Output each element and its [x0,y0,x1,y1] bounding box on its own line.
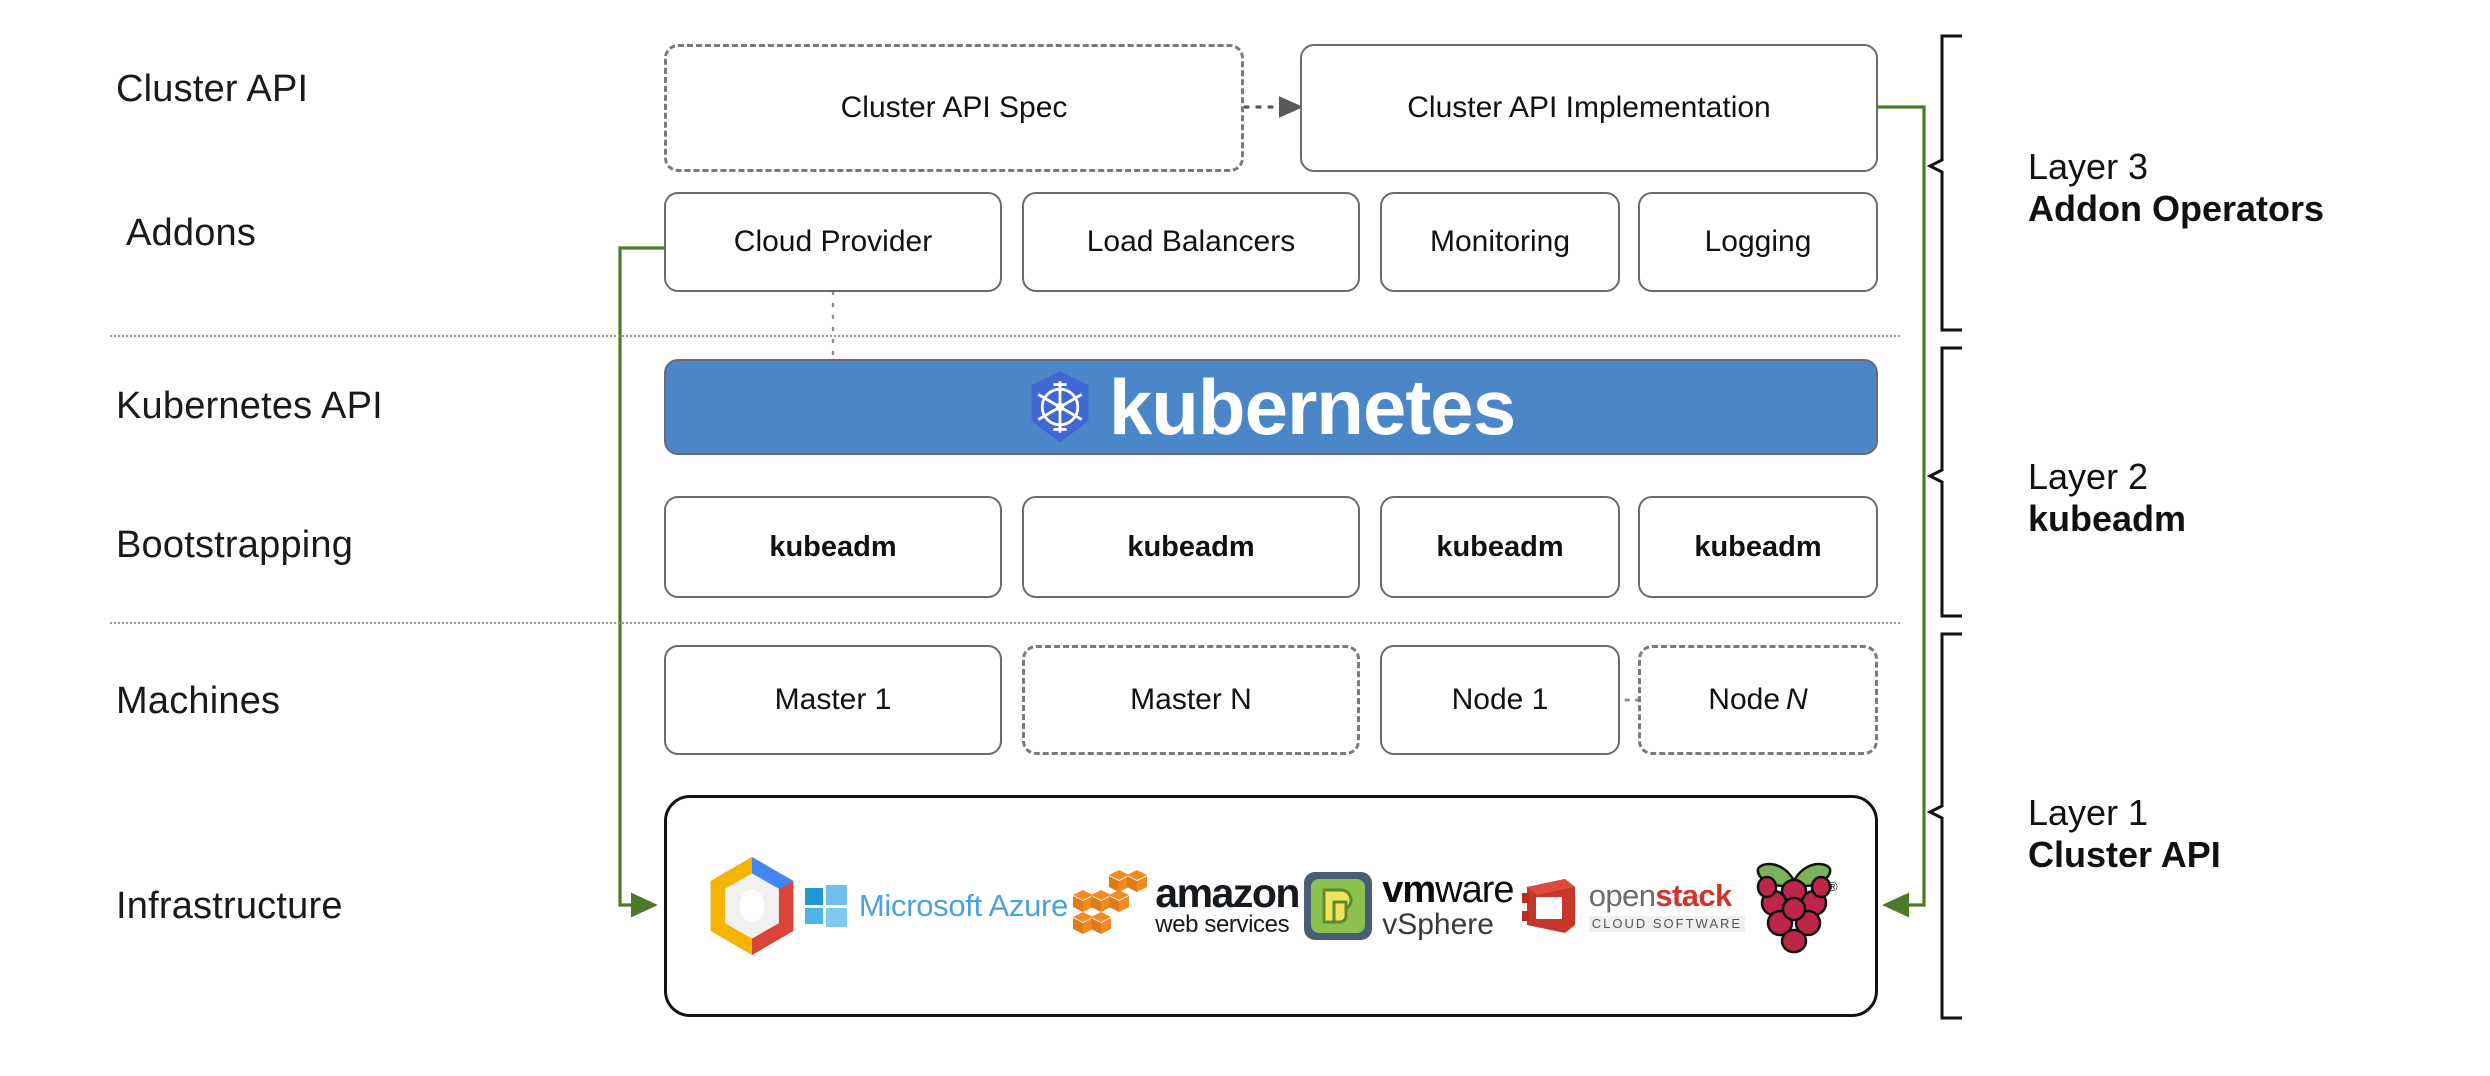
bootstrap-box-3[interactable]: kubeadm [1380,496,1620,598]
layer-label-1: Layer 1 Cluster API [2028,792,2221,877]
machine-label-master-n: Master N [1130,683,1252,716]
machine-label-node-n: Node [1708,683,1781,716]
separator-layer3-layer2 [110,335,1900,337]
row-label-machines: Machines [116,680,281,722]
row-label-infrastructure: Infrastructure [116,885,343,927]
addon-label-monitoring: Monitoring [1429,225,1571,258]
addon-label-load-balancers: Load Balancers [1086,225,1296,258]
layer-2-name: kubeadm [2028,498,2187,540]
microsoft-windows-icon [804,885,847,927]
cluster-api-implementation-label: Cluster API Implementation [1407,91,1771,124]
addon-label-logging: Logging [1704,225,1812,258]
machine-box-master-n[interactable]: Master N [1022,645,1360,755]
layer-1-name: Cluster API [2028,834,2221,876]
layer-1-number: Layer 1 [2028,792,2149,833]
openstack-wordmark-stack: stack [1655,878,1732,914]
machine-label-node-n-italic: N [1786,683,1808,716]
vsphere-sub-wordmark: vSphere [1382,908,1494,942]
addon-box-logging[interactable]: Logging [1638,192,1878,292]
azure-wordmark: Microsoft Azure [858,888,1069,923]
openstack-wordmark-open: open [1588,878,1656,914]
bootstrap-label-2: kubeadm [1127,530,1255,563]
kubernetes-banner: kubernetes [664,359,1878,455]
vmware-wordmark-vm: vm [1382,869,1436,912]
addon-label-cloud-provider: Cloud Provider [733,225,933,258]
separator-layer2-layer1 [110,622,1900,624]
machine-label-node-1: Node 1 [1451,683,1549,716]
connector-cloud-provider-to-infrastructure [618,246,666,918]
google-cloud-platform-icon [710,857,793,955]
bracket-layer-3 [1926,34,1962,332]
bootstrap-label-1: kubeadm [769,530,897,563]
aws-wordmark: amazon [1155,869,1300,916]
kubernetes-helm-wheel-icon [1031,371,1089,443]
logo-openstack: openstack CLOUD SOFTWARE [1519,875,1746,937]
svg-text:®: ® [1828,879,1838,894]
row-label-kubernetes-api: Kubernetes API [116,385,383,427]
machine-label-master-1: Master 1 [774,683,892,716]
openstack-sub-wordmark: CLOUD SOFTWARE [1588,915,1746,932]
raspberry-pi-icon: ® [1757,862,1838,954]
vmware-wordmark-ware: ware [1435,869,1514,912]
infrastructure-panel: Microsoft Azure [664,795,1878,1017]
cluster-api-spec-label: Cluster API Spec [840,91,1068,124]
bootstrap-label-3: kubeadm [1436,530,1564,563]
bootstrap-box-4[interactable]: kubeadm [1638,496,1878,598]
machine-box-node-n[interactable]: Node N [1638,645,1878,755]
addon-box-cloud-provider[interactable]: Cloud Provider [664,192,1002,292]
kubernetes-wordmark: kubernetes [1108,363,1516,451]
aws-sub-wordmark: web services [1155,911,1290,939]
cluster-api-spec-box[interactable]: Cluster API Spec [664,44,1244,172]
bootstrap-box-1[interactable]: kubeadm [664,496,1002,598]
addon-box-load-balancers[interactable]: Load Balancers [1022,192,1360,292]
layer-2-number: Layer 2 [2028,456,2149,497]
machine-box-node-1[interactable]: Node 1 [1380,645,1620,755]
openstack-icon [1521,879,1575,933]
row-label-addons: Addons [126,212,257,254]
addon-box-monitoring[interactable]: Monitoring [1380,192,1620,292]
cluster-api-implementation-box[interactable]: Cluster API Implementation [1300,44,1878,172]
bracket-layer-2 [1926,346,1962,618]
bracket-layer-1 [1926,632,1962,1020]
bootstrap-label-4: kubeadm [1694,530,1822,563]
layer-3-name: Addon Operators [2028,188,2325,230]
connector-implementation-to-infrastructure [1878,105,1926,918]
aws-cubes-icon [1073,870,1148,934]
row-label-bootstrapping: Bootstrapping [116,524,354,566]
machine-box-master-1[interactable]: Master 1 [664,645,1002,755]
row-label-cluster-api: Cluster API [116,68,309,110]
logo-microsoft-azure: Microsoft Azure [804,885,1069,927]
layer-label-3: Layer 3 Addon Operators [2028,146,2324,231]
layer-3-number: Layer 3 [2028,146,2149,187]
logo-amazon-web-services: amazon web services [1073,869,1300,942]
logo-google-cloud-platform [704,855,800,957]
vsphere-icon [1304,872,1373,940]
bootstrap-box-2[interactable]: kubeadm [1022,496,1360,598]
logo-raspberry-pi: ® [1750,855,1838,957]
logo-vmware-vsphere: vmware vSphere [1304,869,1515,942]
layer-label-2: Layer 2 kubeadm [2028,456,2186,541]
